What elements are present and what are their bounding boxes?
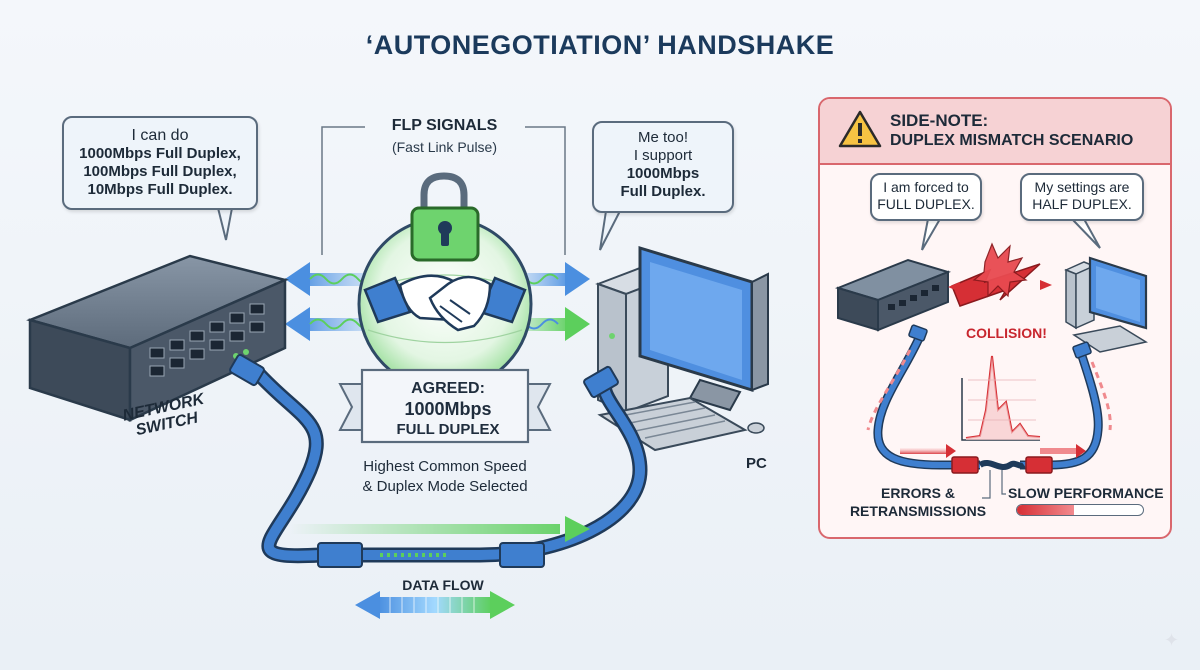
- pc-bubble-line: I support: [633, 147, 693, 164]
- mismatch-cable: [866, 334, 1112, 470]
- performance-bar-fill: [1017, 505, 1074, 515]
- lightning-icon: [948, 242, 1052, 307]
- flp-title: FLP SIGNALS: [391, 117, 498, 134]
- agreed-line: AGREED:: [411, 380, 485, 397]
- pc-bubble-line: Full Duplex.: [620, 183, 706, 200]
- data-flow-arrow-green: [290, 516, 590, 542]
- forced-bubble-tail: [921, 218, 942, 251]
- forced-speech-bubble: I am forced to FULL DUPLEX.: [870, 173, 982, 221]
- pc-speech-bubble: Me too! I support 1000Mbps Full Duplex.: [592, 121, 734, 213]
- warning-icon: [838, 110, 882, 148]
- mismatch-switch-icon: [834, 258, 952, 332]
- agreed-duplex: FULL DUPLEX: [396, 421, 500, 438]
- data-flow-arrow: [355, 591, 515, 619]
- mismatch-pc-icon: [1064, 256, 1148, 353]
- half-bubble-tail: [1069, 218, 1101, 249]
- selection-caption: Highest Common Speed & Duplex Mode Selec…: [330, 457, 560, 496]
- switch-bubble-line: 100Mbps Full Duplex,: [83, 163, 237, 181]
- side-note-subtitle: DUPLEX MISMATCH SCENARIO: [890, 132, 1134, 149]
- switch-bubble-line: 1000Mbps Full Duplex,: [79, 145, 241, 163]
- selection-caption-line: & Duplex Mode Selected: [362, 477, 528, 495]
- agreed-ribbon: [338, 368, 552, 444]
- data-flow-label: DATA FLOW: [402, 577, 484, 593]
- errors-label-line: RETRANSMISSIONS: [849, 502, 987, 519]
- selection-caption-line: Highest Common Speed: [363, 458, 527, 475]
- switch-speech-bubble: I can do 1000Mbps Full Duplex, 100Mbps F…: [62, 116, 258, 210]
- half-speech-bubble: My settings are HALF DUPLEX.: [1020, 173, 1144, 221]
- padlock-icon: [410, 172, 480, 262]
- pc-bubble-line: 1000Mbps: [626, 165, 700, 182]
- errors-label-line: ERRORS &: [881, 485, 955, 501]
- errors-pointer: [982, 470, 991, 499]
- performance-bar: [1016, 504, 1144, 516]
- page-title: ‘AUTONEGOTIATION’ HANDSHAKE: [365, 30, 835, 60]
- slow-pointer: [1001, 470, 1006, 495]
- flp-subtitle: (Fast Link Pulse): [391, 139, 498, 155]
- flp-label: FLP SIGNALS (Fast Link Pulse): [322, 117, 567, 177]
- agreed-banner: AGREED: 1000Mbps FULL DUPLEX: [368, 372, 528, 440]
- slow-performance-label: SLOW PERFORMANCE: [1008, 485, 1164, 501]
- forced-bubble-line: FULL DUPLEX.: [877, 195, 975, 212]
- collision-label: COLLISION!: [966, 325, 1047, 341]
- sparkle-icon: ✦: [1164, 630, 1180, 650]
- mismatch-red-arrows: [900, 444, 1086, 458]
- pc-label: PC: [746, 455, 767, 472]
- agreed-speed: 1000Mbps: [404, 399, 492, 419]
- graph-icon: [961, 355, 1041, 441]
- mismatch-plug-icon: [908, 324, 1092, 474]
- flp-bracket: [321, 126, 566, 255]
- switch-icon: [26, 254, 289, 422]
- side-note-header: SIDE-NOTE: DUPLEX MISMATCH SCENARIO: [820, 99, 1170, 165]
- switch-bubble-line: 10Mbps Full Duplex.: [87, 181, 233, 199]
- forced-bubble-line: I am forced to: [883, 179, 969, 195]
- half-bubble-line: HALF DUPLEX.: [1032, 195, 1132, 212]
- side-note-title: SIDE-NOTE:: [890, 111, 989, 130]
- errors-label: ERRORS & RETRANSMISSIONS: [848, 485, 988, 520]
- handshake-icon: [357, 216, 533, 392]
- half-bubble-line: My settings are: [1034, 179, 1130, 195]
- pc-bubble-line: Me too!: [637, 129, 689, 146]
- switch-bubble-line: I can do: [131, 127, 189, 144]
- ethernet-plug-icon: [229, 353, 619, 568]
